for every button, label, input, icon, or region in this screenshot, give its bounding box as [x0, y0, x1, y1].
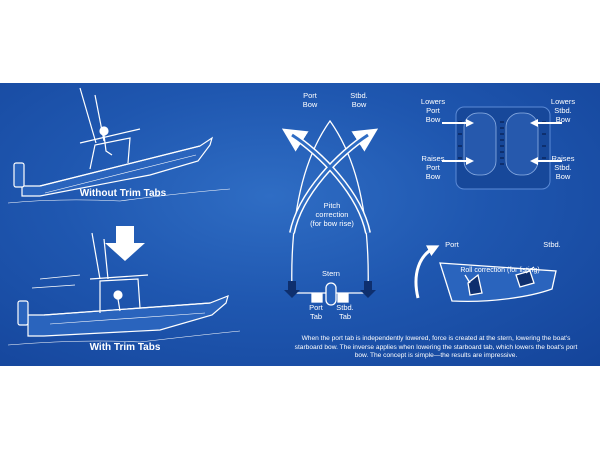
- label-raises-stbd-bow: Raises Stbd. Bow: [551, 154, 575, 181]
- label-pitch-correction: Pitch correction (for bow rise): [310, 201, 354, 228]
- boat-without-trim-tabs: [7, 87, 231, 204]
- stern-down-arrows: [284, 281, 376, 298]
- label-roll-stbd: Stbd.: [543, 240, 561, 249]
- label-stern: Stern: [322, 269, 340, 278]
- caption-with-trim-tabs: With Trim Tabs: [89, 342, 161, 353]
- label-lowers-stbd-bow: Lowers Stbd. Bow: [550, 97, 576, 124]
- boat-with-trim-tabs: [7, 232, 241, 346]
- trim-tabs-diagram: Without Trim Tabs With Trim Tabs Port Bo…: [0, 83, 600, 366]
- down-arrow-icon: [105, 226, 145, 261]
- label-lowers-port-bow: Lowers Port Bow: [420, 97, 446, 124]
- label-port-tab: Port Tab: [309, 303, 323, 321]
- roll-correction-graphic: [414, 245, 557, 303]
- top-view-boat: [281, 119, 379, 306]
- label-stbd-tab: Stbd. Tab: [336, 303, 354, 321]
- label-raises-port-bow: Raises Port Bow: [421, 154, 445, 181]
- label-port-bow: Port Bow: [302, 91, 318, 109]
- label-roll-correction: Roll correction (for listing): [460, 267, 540, 274]
- description-text: When the port tab is independently lower…: [294, 335, 578, 360]
- label-stbd-bow: Stbd. Bow: [350, 91, 368, 109]
- caption-without-trim-tabs: Without Trim Tabs: [79, 188, 167, 199]
- diagram-graphics: [7, 87, 562, 346]
- trim-tab-control-panel: [442, 106, 562, 190]
- label-roll-port: Port: [445, 240, 459, 249]
